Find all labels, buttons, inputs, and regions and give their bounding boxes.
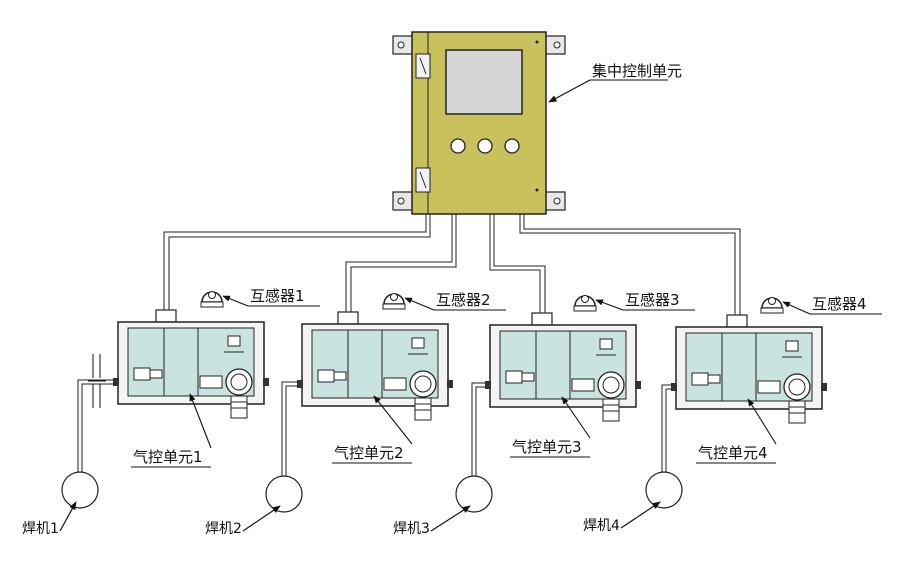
unit-leader [561, 396, 591, 439]
outlet-port [263, 378, 269, 386]
sensor-hole [581, 295, 589, 303]
valve-icon [505, 370, 523, 384]
gas-hose [77, 379, 114, 476]
sensor-base [573, 305, 597, 312]
inlet-port [485, 381, 491, 389]
gas-unit-label: 气控单元4 [698, 444, 768, 462]
gas-hose [471, 382, 486, 480]
gas-hose [285, 385, 298, 480]
regulator-body [230, 395, 248, 419]
gas-hose [475, 386, 486, 480]
gas-hose [665, 388, 672, 476]
gas-hose [81, 383, 114, 476]
central-unit-label: 集中控制单元 [592, 62, 682, 80]
sensor-base [760, 307, 784, 314]
gas-units-layer: 焊机1 互感器1 气控单元1 焊机2 互感器2 气控单元2 焊机3 互感器3 气控单元3 焊机4 互… [22, 287, 882, 537]
regulator-body [414, 397, 432, 421]
sensor-leader [222, 295, 249, 307]
inlet-port [297, 380, 303, 388]
cable-connector [726, 314, 748, 328]
gas-control-unit-4: 焊机4 互感器4 气控单元4 [583, 295, 882, 534]
pipe-fitting [383, 377, 407, 391]
outlet-port [821, 383, 827, 391]
welder-icon [645, 471, 683, 509]
gas-control-unit-3: 焊机3 互感器3 气控单元3 [393, 291, 695, 537]
regulator-knob-icon [602, 376, 620, 394]
regulator-knob-icon [414, 375, 432, 393]
sensor-hole [390, 293, 398, 301]
indicator-icon [411, 337, 425, 349]
valve-icon [133, 367, 151, 381]
unit-leader [747, 398, 777, 445]
indicator-icon [227, 335, 241, 347]
inlet-port [113, 378, 119, 386]
indicator-icon [785, 340, 799, 352]
welder-label: 焊机2 [205, 521, 242, 537]
central-control-unit [392, 31, 566, 215]
gas-control-unit-1: 焊机1 互感器1 气控单元1 [22, 287, 320, 537]
welder-label: 焊机1 [22, 521, 59, 537]
gas-control-unit-2: 焊机2 互感器2 气控单元2 [205, 291, 506, 537]
welder-label: 焊机3 [393, 521, 430, 537]
pipe-fitting [707, 374, 721, 384]
pipe-fitting [199, 375, 223, 389]
sensor-base [200, 301, 224, 308]
welder-leader [430, 505, 471, 532]
gas-hose [281, 381, 298, 480]
pipe-fitting [757, 380, 781, 394]
display-screen [445, 49, 523, 115]
sensor-label: 互感器3 [625, 291, 680, 309]
unit-leader [373, 395, 413, 445]
inlet-port [671, 383, 677, 391]
gas-hose [661, 384, 672, 476]
sensor-label: 互感器4 [812, 295, 867, 313]
cable-connector [155, 309, 177, 323]
sensor-base [382, 303, 406, 310]
panel-button-icon [450, 138, 466, 154]
sensor-hole [768, 297, 776, 305]
gas-unit-label: 气控单元1 [133, 448, 203, 466]
panel-button-icon [477, 138, 493, 154]
regulator-knob-icon [230, 373, 248, 391]
welder-icon [265, 475, 303, 513]
panel-button-icon [504, 138, 520, 154]
gas-unit-label: 气控单元2 [334, 444, 404, 462]
pipe-fitting [333, 371, 347, 381]
valve-icon [317, 369, 335, 383]
sensor-hole [208, 291, 216, 299]
welder-icon [455, 475, 493, 513]
gas-unit-label: 气控单元3 [512, 438, 582, 456]
welder-label: 焊机4 [583, 518, 620, 534]
pipe-fitting [521, 372, 535, 382]
welder-leader [620, 501, 661, 529]
sensor-label: 互感器1 [250, 287, 305, 305]
regulator-body [788, 400, 806, 424]
outlet-port [447, 380, 453, 388]
outlet-port [635, 381, 641, 389]
indicator-icon [599, 338, 613, 350]
dimension-mark [88, 354, 106, 408]
regulator-knob-icon [788, 378, 806, 396]
cable-connector [337, 311, 359, 325]
cable-connector [531, 312, 553, 326]
sensor-leader [782, 301, 811, 315]
welder-leader [242, 505, 281, 532]
sensor-leader [595, 299, 624, 311]
regulator-body [602, 398, 620, 422]
welder-icon [61, 471, 99, 509]
pipe-fitting [149, 369, 163, 379]
central-unit-leader [548, 79, 591, 103]
sensor-leader [404, 297, 435, 311]
unit-leader [189, 393, 212, 449]
welder-leader [59, 501, 77, 532]
valve-icon [691, 372, 709, 386]
cable-bundle [163, 214, 741, 316]
sensor-label: 互感器2 [436, 291, 491, 309]
pipe-fitting [571, 378, 595, 392]
